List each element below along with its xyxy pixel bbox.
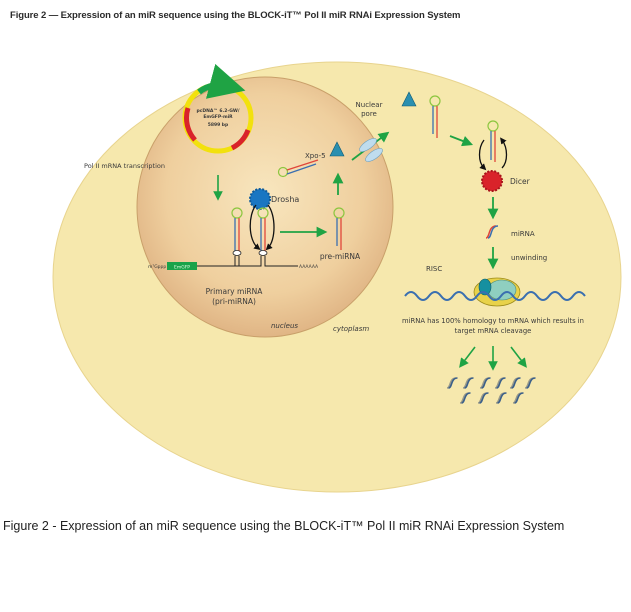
target-mrna [404,291,586,301]
nuclear-pore-label: Nuclear [356,101,383,109]
mirna-label: miRNA [511,230,535,238]
nuclear-pore-label-2: pore [361,110,377,118]
arrow-cleavage-left [459,346,476,368]
figure-title: Figure 2 — Expression of an miR sequence… [10,10,461,21]
cleaved-mrna-fragments [446,377,536,404]
mrna-fragment [496,377,506,389]
plasmid-map: pcDNA™ 6.2-GW/ EmGFP-miR 5899 bp [182,63,254,154]
mrna-fragment [448,377,458,389]
risc-label: RISC [426,265,442,273]
pri-mirna-label: (pri-miRNA) [212,297,256,306]
dicer-processing [478,120,508,171]
primary-mirna-label: Primary miRNA [206,287,264,296]
emgfp-box [167,262,197,270]
plasmid-name: pcDNA™ 6.2-GW/ [196,108,239,114]
drosha-enzyme-icon [249,188,271,210]
pre-mirna-label: pre-miRNA [320,252,361,261]
dicer-enzyme-icon [481,170,503,192]
polya-label: AAAAAA [299,264,319,270]
mrna-fragment [461,392,471,404]
mrna-fragment [497,392,507,404]
figure-caption: Figure 2 - Expression of an miR sequence… [3,519,565,533]
emgfp-label: EmGFP [174,265,190,271]
mrna-fragment [514,392,524,404]
mrna-fragment [464,377,474,389]
risc-complex [473,277,521,307]
unwinding-label: unwinding [511,254,547,262]
pri-mirna-hairpins [167,204,298,267]
mrna-fragment [479,392,489,404]
pol2-transcription-label: Pol II mRNA transcription [84,162,165,170]
nucleus-label: nucleus [271,322,298,330]
exported-pre-mirna [429,95,441,138]
mirna-duplex-icon [485,225,499,239]
drosha-label: Drosha [271,195,299,204]
xpo5-label: Xpo-5 [305,152,326,160]
cap-label: m⁷Gppp [148,264,166,270]
plasmid-name-2: EmGFP-miR [203,114,233,120]
nuclear-pore-icon [359,138,383,162]
mrna-fragment [526,377,536,389]
arrow-to-dicer [449,135,474,147]
mrna-fragment [481,377,491,389]
arrow-cleavage-right [510,346,527,368]
dicer-label: Dicer [510,177,531,186]
homology-text: miRNA has 100% homology to mRNA which re… [402,317,584,325]
pre-mirna-hairpin [333,207,345,250]
xpo5-complex [277,141,345,178]
xpo5-triangle-icon [329,141,345,157]
xpo5-released-triangle-icon [401,91,417,107]
mrna-fragment [511,377,521,389]
cleavage-text: target mRNA cleavage [455,327,532,335]
cytoplasm-label: cytoplasm [333,325,369,333]
plasmid-size: 5899 bp [208,122,229,128]
